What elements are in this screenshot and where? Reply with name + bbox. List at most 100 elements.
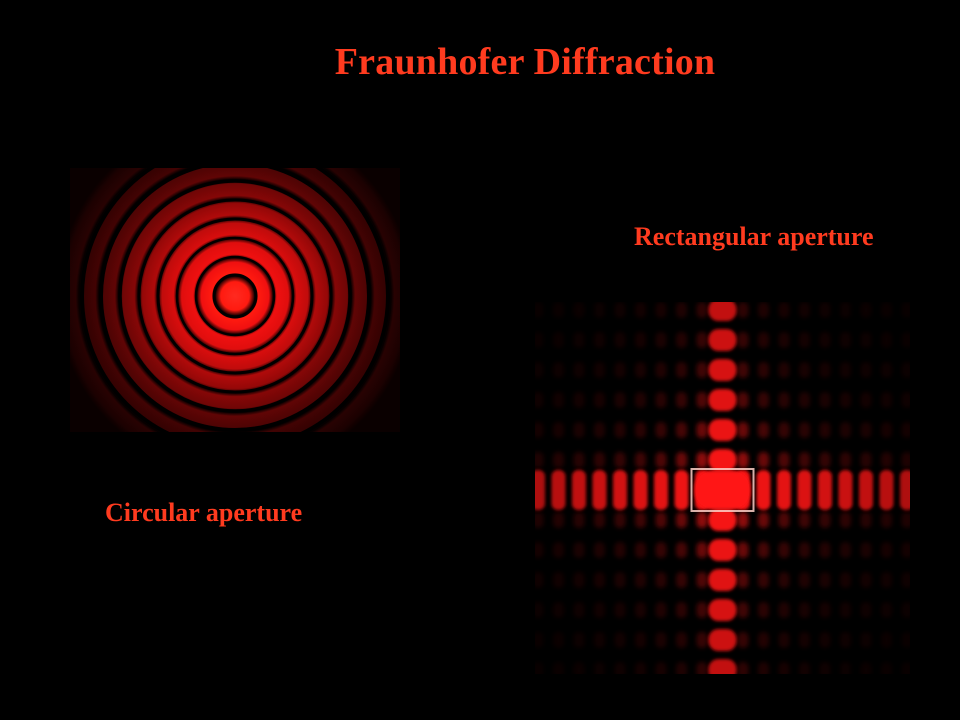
pattern-lobe: [594, 302, 605, 318]
pattern-lobe: [778, 542, 790, 558]
horizontal-lobe: [551, 470, 566, 510]
pattern-lobe: [594, 602, 605, 618]
pattern-lobe: [860, 542, 872, 558]
pattern-lobe: [573, 332, 585, 348]
pattern-lobe: [635, 602, 646, 618]
pattern-lobe: [778, 602, 790, 618]
horizontal-lobe: [756, 470, 771, 510]
pattern-lobe: [819, 572, 831, 588]
horizontal-lobe: [859, 470, 873, 510]
pattern-lobe: [778, 392, 790, 408]
pattern-lobe: [799, 572, 810, 588]
pattern-lobe: [901, 542, 910, 558]
pattern-lobe: [676, 332, 687, 348]
pattern-lobe: [840, 512, 851, 528]
pattern-lobe: [573, 452, 585, 468]
pattern-lobe: [655, 632, 667, 648]
pattern-lobe: [758, 392, 769, 408]
horizontal-lobe: [879, 470, 894, 510]
pattern-lobe: [881, 452, 892, 468]
pattern-lobe: [635, 662, 646, 674]
pattern-lobe: [819, 422, 831, 438]
pattern-lobe: [881, 632, 892, 648]
pattern-lobe: [737, 542, 749, 558]
pattern-lobe: [655, 422, 667, 438]
pattern-lobe: [614, 392, 626, 408]
pattern-lobe: [737, 302, 749, 318]
vertical-lobe: [708, 302, 737, 321]
pattern-lobe: [881, 572, 892, 588]
pattern-lobe: [819, 392, 831, 408]
horizontal-lobe: [592, 470, 607, 510]
pattern-lobe: [758, 362, 769, 378]
rectangular-diffraction-pattern: [535, 302, 910, 674]
pattern-lobe: [819, 632, 831, 648]
pattern-lobe: [860, 602, 872, 618]
horizontal-lobe: [900, 470, 910, 510]
pattern-lobe: [758, 332, 769, 348]
pattern-lobe: [758, 602, 769, 618]
pattern-lobe: [778, 422, 790, 438]
pattern-lobe: [860, 392, 872, 408]
pattern-lobe: [635, 302, 646, 318]
pattern-lobe: [799, 302, 810, 318]
pattern-lobe: [614, 572, 626, 588]
pattern-lobe: [737, 362, 749, 378]
vertical-lobe: [708, 599, 737, 621]
pattern-lobe: [635, 512, 646, 528]
pattern-lobe: [901, 422, 910, 438]
pattern-lobe: [799, 632, 810, 648]
pattern-lobe: [881, 542, 892, 558]
pattern-lobe: [696, 632, 708, 648]
pattern-lobe: [614, 542, 626, 558]
pattern-lobe: [840, 662, 851, 674]
horizontal-lobe: [572, 470, 586, 510]
pattern-lobe: [594, 452, 605, 468]
pattern-lobe: [881, 422, 892, 438]
pattern-lobe: [860, 632, 872, 648]
pattern-lobe: [799, 542, 810, 558]
pattern-lobe: [819, 512, 831, 528]
pattern-lobe: [901, 632, 910, 648]
pattern-lobe: [778, 332, 790, 348]
pattern-lobe: [799, 422, 810, 438]
pattern-lobe: [737, 602, 749, 618]
pattern-lobe: [758, 662, 769, 674]
pattern-lobe: [594, 572, 605, 588]
horizontal-lobe: [633, 470, 648, 510]
pattern-lobe: [737, 422, 749, 438]
pattern-lobe: [799, 392, 810, 408]
pattern-lobe: [696, 512, 708, 528]
pattern-lobe: [860, 422, 872, 438]
pattern-lobe: [737, 572, 749, 588]
pattern-lobe: [696, 602, 708, 618]
pattern-lobe: [901, 332, 910, 348]
pattern-lobe: [535, 362, 544, 378]
pattern-lobe: [840, 632, 851, 648]
pattern-lobe: [696, 332, 708, 348]
pattern-lobe: [778, 362, 790, 378]
pattern-lobe: [758, 452, 769, 468]
pattern-lobe: [901, 452, 910, 468]
horizontal-lobe: [818, 470, 832, 510]
pattern-lobe: [819, 662, 831, 674]
pattern-lobe: [696, 392, 708, 408]
pattern-lobe: [819, 362, 831, 378]
pattern-lobe: [737, 392, 749, 408]
pattern-lobe: [799, 512, 810, 528]
pattern-lobe: [573, 602, 585, 618]
pattern-lobe: [860, 302, 872, 318]
pattern-lobe: [594, 512, 605, 528]
horizontal-lobe: [777, 470, 791, 510]
pattern-lobe: [655, 362, 667, 378]
pattern-lobe: [535, 542, 544, 558]
pattern-lobe: [676, 302, 687, 318]
pattern-lobe: [799, 452, 810, 468]
vertical-lobe: [708, 419, 737, 441]
pattern-lobe: [840, 602, 851, 618]
pattern-lobe: [573, 422, 585, 438]
pattern-lobe: [840, 302, 851, 318]
pattern-lobe: [614, 422, 626, 438]
pattern-lobe: [676, 542, 687, 558]
pattern-lobe: [840, 572, 851, 588]
